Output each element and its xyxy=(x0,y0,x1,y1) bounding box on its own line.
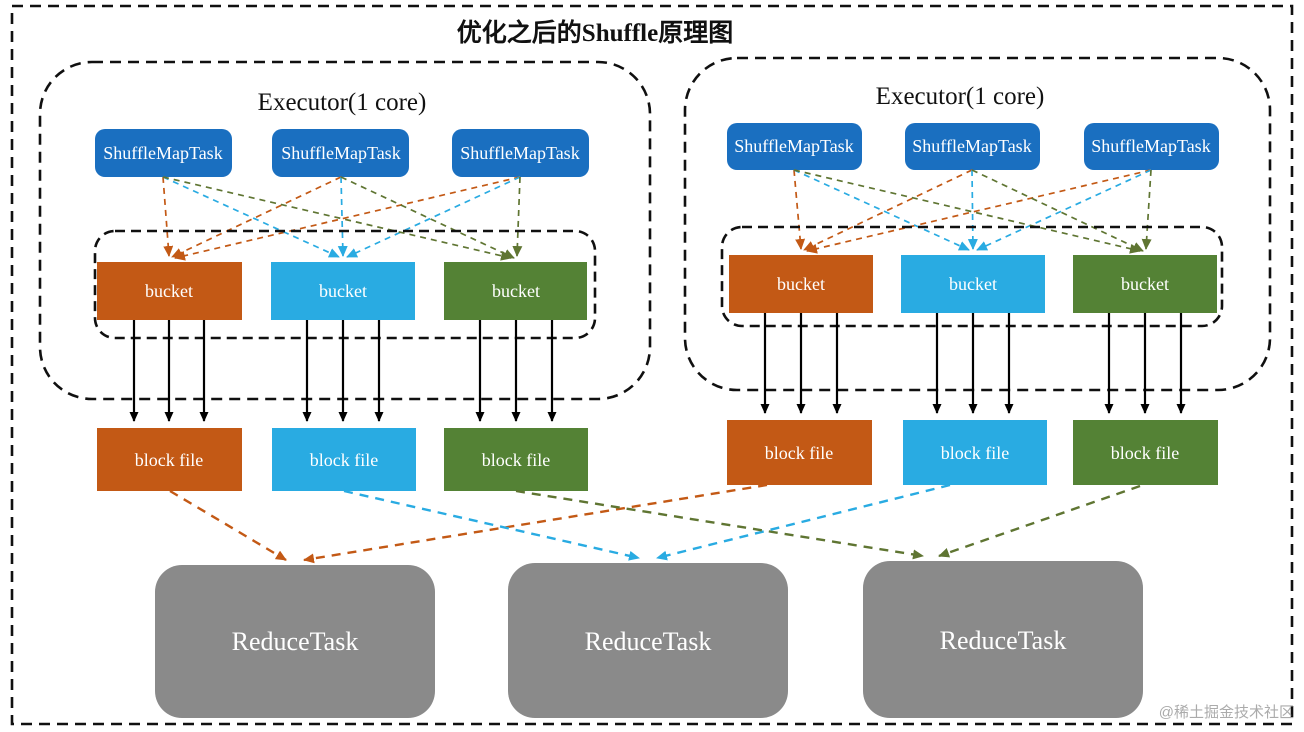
bucket-to-blockfile-arrows-left xyxy=(129,320,557,422)
bucket-box-cyan xyxy=(271,262,415,320)
watermark: @稀土掘金技术社区 xyxy=(1159,704,1294,721)
task-box xyxy=(727,123,862,170)
reduce-task-box xyxy=(155,565,435,718)
block-file: block file xyxy=(727,420,872,485)
bucket: bucket xyxy=(901,255,1045,313)
shuffle-map-task: ShuffleMapTask xyxy=(272,129,409,177)
block-file-label: block file xyxy=(941,443,1009,463)
reduce-task-label: ReduceTask xyxy=(232,627,359,656)
block-file-label: block file xyxy=(765,443,833,463)
task-label: ShuffleMapTask xyxy=(281,143,400,163)
block-file: block file xyxy=(1073,420,1218,485)
block-file-box-cyan xyxy=(272,428,416,491)
reduce-task: ReduceTask xyxy=(155,565,435,718)
bucket-label: bucket xyxy=(492,281,540,301)
block-file-box-green xyxy=(444,428,588,491)
bucket-group-border-left xyxy=(93,229,597,340)
block-file-box-green xyxy=(1073,420,1218,485)
executor-left-label: Executor(1 core) xyxy=(258,89,427,116)
bucket-label: bucket xyxy=(949,274,997,294)
task-label: ShuffleMapTask xyxy=(1091,136,1210,156)
block-file: block file xyxy=(97,428,242,491)
reduce-task-box xyxy=(863,561,1143,718)
shuffle-map-task: ShuffleMapTask xyxy=(95,129,232,177)
block-file-label: block file xyxy=(135,450,203,470)
bucket: bucket xyxy=(729,255,873,313)
reduce-task-label: ReduceTask xyxy=(940,626,1067,655)
bucket-label: bucket xyxy=(1121,274,1169,294)
shuffle-map-task: ShuffleMapTask xyxy=(1084,123,1219,170)
outer-dashed-border xyxy=(10,4,1294,726)
block-file-box-cyan xyxy=(903,420,1047,485)
task-to-bucket-links-left xyxy=(162,176,523,261)
bucket-label: bucket xyxy=(319,281,367,301)
block-file-label: block file xyxy=(310,450,378,470)
task-box xyxy=(452,129,589,177)
bucket-box-green xyxy=(444,262,587,320)
task-label: ShuffleMapTask xyxy=(460,143,579,163)
executor-right-label: Executor(1 core) xyxy=(876,83,1045,110)
task-box xyxy=(272,129,409,177)
reduce-task: ReduceTask xyxy=(508,563,788,718)
reduce-task: ReduceTask xyxy=(863,561,1143,718)
task-label: ShuffleMapTask xyxy=(912,136,1031,156)
task-box xyxy=(95,129,232,177)
block-file: block file xyxy=(903,420,1047,485)
bucket: bucket xyxy=(444,262,587,320)
reduce-task-box xyxy=(508,563,788,718)
block-file: block file xyxy=(272,428,416,491)
bucket-label: bucket xyxy=(145,281,193,301)
bucket-to-blockfile-arrows-right xyxy=(760,313,1186,414)
bucket-box-cyan xyxy=(901,255,1045,313)
executor-left-border xyxy=(38,60,652,401)
bucket: bucket xyxy=(97,262,242,320)
shuffle-map-task: ShuffleMapTask xyxy=(905,123,1040,170)
bucket-box-orange xyxy=(97,262,242,320)
reduce-task-label: ReduceTask xyxy=(585,627,712,656)
bucket-label: bucket xyxy=(777,274,825,294)
executor-right-border xyxy=(683,56,1272,392)
shuffle-map-task: ShuffleMapTask xyxy=(727,123,862,170)
executor-left: Executor(1 core) ShuffleMapTask ShuffleM… xyxy=(38,60,652,401)
block-file: block file xyxy=(444,428,588,491)
block-file-label: block file xyxy=(1111,443,1179,463)
shuffle-map-task: ShuffleMapTask xyxy=(452,129,589,177)
bucket: bucket xyxy=(1073,255,1217,313)
task-label: ShuffleMapTask xyxy=(103,143,222,163)
bucket-box-orange xyxy=(729,255,873,313)
block-file-box-orange xyxy=(97,428,242,491)
executor-right: Executor(1 core) ShuffleMapTask ShuffleM… xyxy=(683,56,1272,392)
bucket: bucket xyxy=(271,262,415,320)
page-title: 优化之后的Shuffle原理图 xyxy=(457,18,733,47)
bucket-box-green xyxy=(1073,255,1217,313)
block-file-box-orange xyxy=(727,420,872,485)
blockfile-to-reducetask-links xyxy=(169,483,1141,564)
task-to-bucket-links-right xyxy=(793,169,1152,254)
task-label: ShuffleMapTask xyxy=(734,136,853,156)
bucket-group-border-right xyxy=(720,225,1224,328)
task-box xyxy=(1084,123,1219,170)
block-file-label: block file xyxy=(482,450,550,470)
task-box xyxy=(905,123,1040,170)
